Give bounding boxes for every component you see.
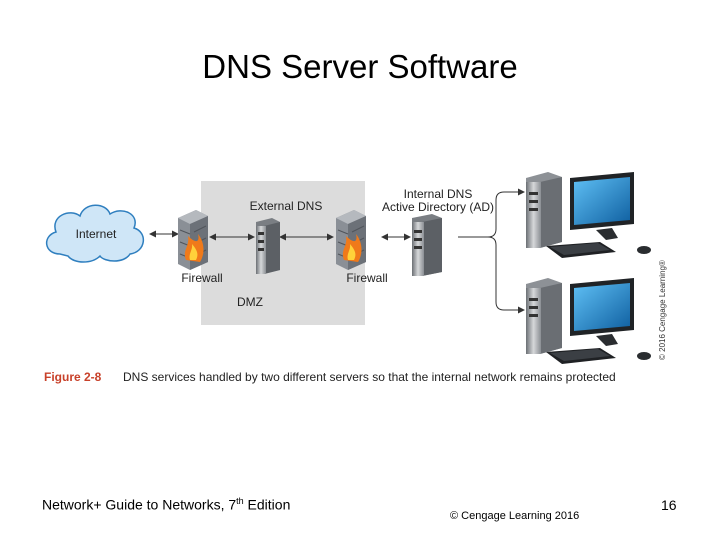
link-intdns-clients	[458, 188, 525, 238]
firewall-left-label: Firewall	[181, 271, 222, 285]
external-dns-server-icon	[256, 218, 280, 274]
figure-copyright: © 2016 Cengage Learning®	[658, 260, 667, 360]
firewall-icon	[178, 210, 208, 270]
page-number: 16	[661, 497, 677, 513]
internal-dns-label-line1: Internal DNS	[404, 187, 473, 201]
firewall-icon	[336, 210, 366, 270]
dmz-label: DMZ	[237, 295, 263, 309]
external-dns-label: External DNS	[250, 199, 323, 213]
figure-caption-number: Figure 2-8	[44, 370, 102, 384]
footer-copyright: © Cengage Learning 2016	[450, 510, 580, 522]
footer-title-prefix: Network+ Guide to Networks, 7	[42, 496, 237, 513]
footer-course-title: Network+ Guide to Networks, 7th Edition	[42, 496, 290, 513]
figure-caption-text: DNS services handled by two different se…	[123, 370, 616, 384]
firewall-right-label: Firewall	[346, 271, 387, 285]
internal-dns-server-icon	[412, 214, 442, 276]
slide-title: DNS Server Software	[202, 48, 518, 85]
workstation-icon	[526, 172, 651, 258]
internet-label: Internet	[76, 227, 117, 241]
internet-cloud-icon	[46, 204, 144, 263]
workstation-icon	[526, 278, 651, 364]
internal-dns-label-line2: Active Directory (AD)	[382, 200, 494, 214]
footer-title-sup: th	[236, 496, 244, 506]
footer-title-suffix: Edition	[243, 496, 291, 513]
